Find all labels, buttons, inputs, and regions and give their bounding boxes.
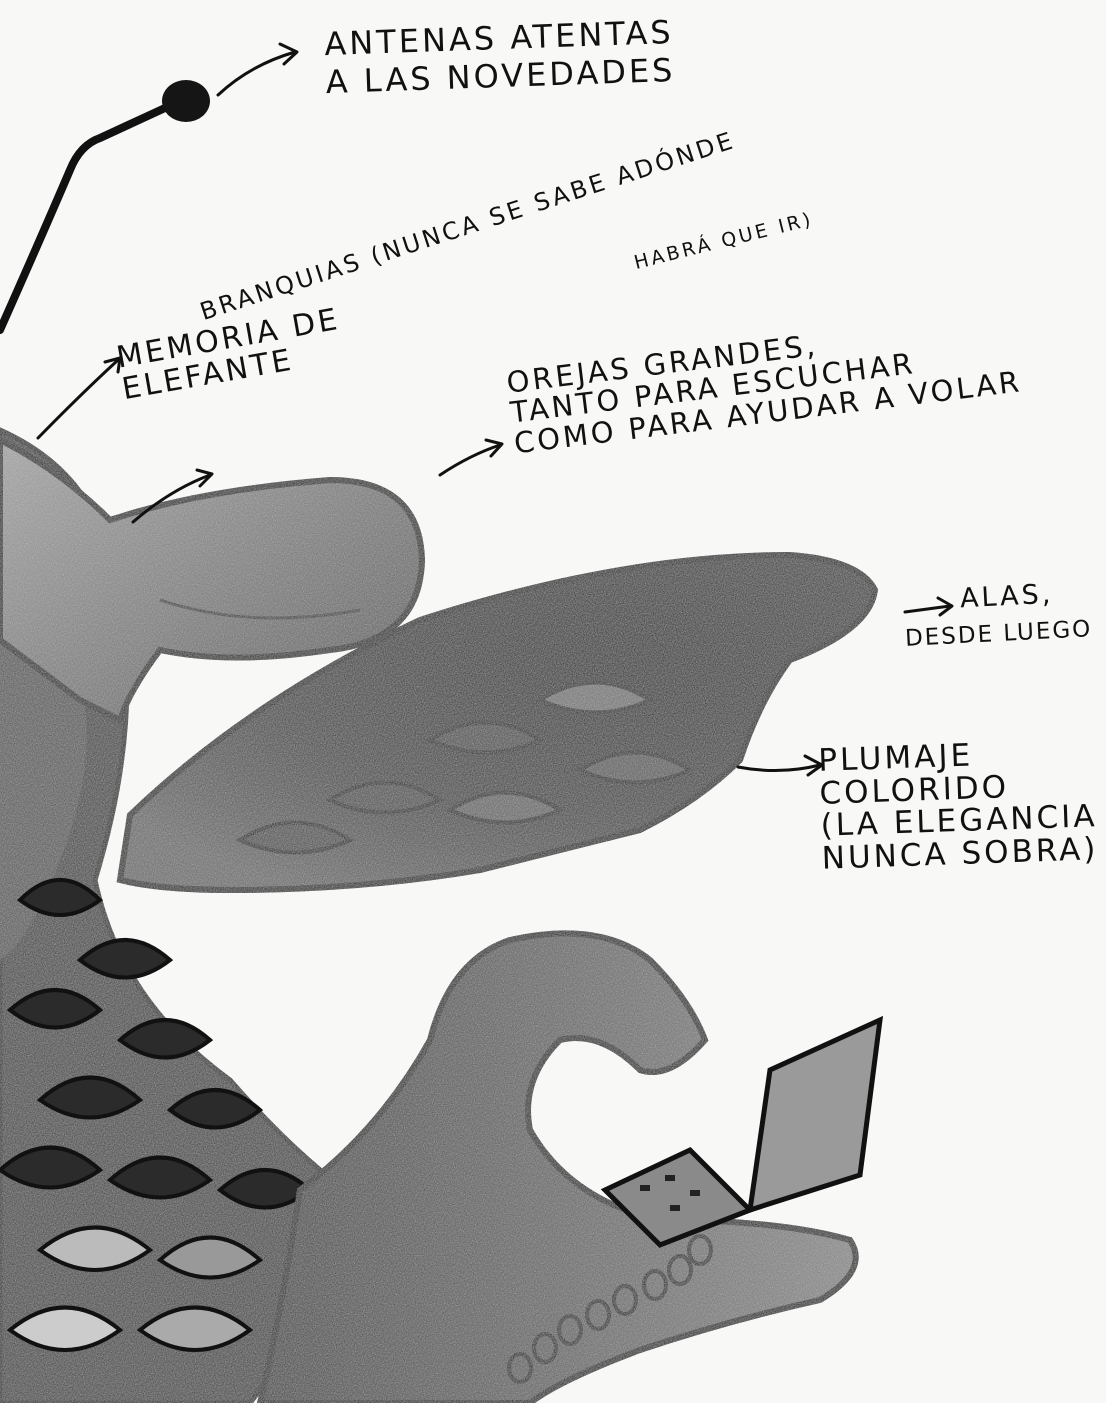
annotation-antenas: ANTENAS ATENTAS A LAS NOVEDADES <box>324 16 676 99</box>
annotation-alas: ALAS, <box>959 581 1054 614</box>
annotation-plumaje: PLUMAJE COLORIDO (LA ELEGANCIA NUNCA SOB… <box>818 735 1099 875</box>
antenna-icon <box>0 80 210 330</box>
